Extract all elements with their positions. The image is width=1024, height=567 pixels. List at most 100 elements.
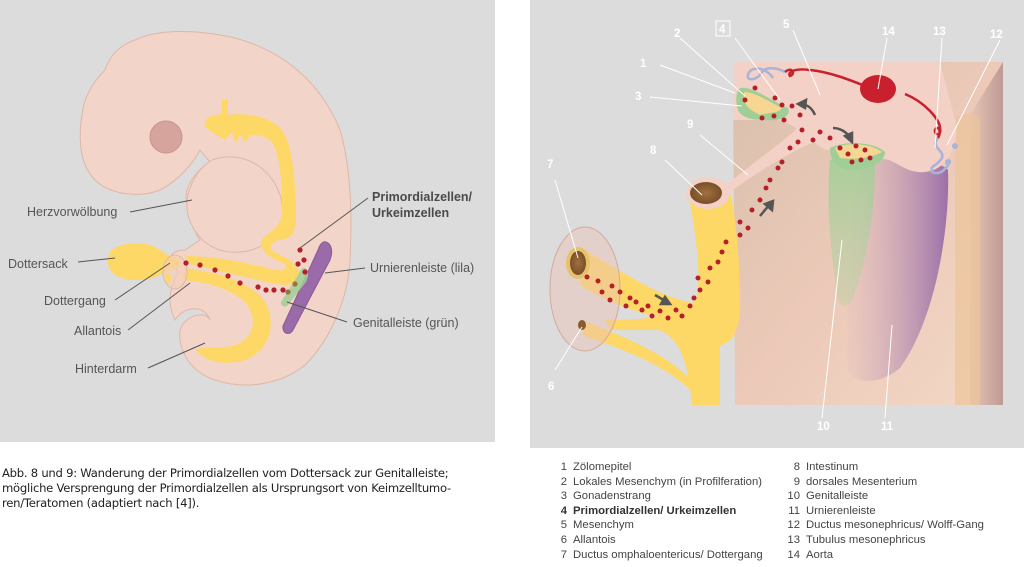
legend-item-number: 7: [560, 548, 567, 561]
germ-cell-dot: [627, 295, 633, 301]
legend-item-text: Urnierenleiste: [806, 504, 876, 517]
germ-cell-dot: [799, 127, 805, 133]
germ-cell-dot: [707, 265, 713, 271]
legend-item-number: 10: [787, 490, 800, 503]
legend-item-number: 14: [787, 548, 800, 561]
germ-cell-dot: [775, 165, 781, 171]
germ-cell-dot: [867, 155, 873, 161]
number-leader-lines: [554, 29, 1001, 419]
legend-item: 9 dorsales Mesenterium: [786, 475, 984, 490]
dorsal-mesentery: [726, 125, 815, 192]
germ-cell-dot: [649, 313, 655, 319]
legend-item: 8 Intestinum: [786, 460, 984, 475]
allantois-tube: [582, 322, 695, 390]
germ-cell-dot: [715, 259, 721, 265]
number-7: 7: [547, 159, 553, 171]
legend-item-text: Ductus omphaloentericus/ Dottergang: [573, 548, 763, 561]
aorta-vessel: [784, 68, 942, 139]
germ-cell-dot: [742, 97, 748, 103]
germ-cell-dot: [789, 103, 795, 109]
legend-item: 5 Mesenchym: [553, 518, 763, 533]
embryo-figure-panel: Herzvorwölbung Dottersack Dottergang All…: [0, 0, 495, 442]
leader-lines: [77, 197, 369, 369]
germ-cell-dot: [827, 135, 833, 141]
germ-cell-dot: [745, 225, 751, 231]
cross-section-figure-panel: 1 2 3 4 5 6 7 8 9 10 11 12 13 14: [530, 0, 1024, 448]
germ-cell-dot: [772, 95, 778, 101]
legend-item: 7 Ductus omphaloentericus/ Dottergang: [553, 548, 763, 563]
legend-item-text: Genitalleiste: [806, 490, 869, 503]
germ-cell-dot: [719, 249, 725, 255]
wolff-duct-dot: [952, 143, 958, 149]
germ-cell-dot: [779, 159, 785, 165]
germ-cell-dot: [797, 112, 803, 118]
legend-item-number: 8: [793, 461, 800, 473]
legend-item-number: 5: [560, 519, 567, 532]
wolff-duct-dot-2: [945, 159, 951, 165]
label-primordialzellen-line2: Urkeimzellen: [372, 206, 449, 220]
legend-item-number: 2: [560, 475, 567, 488]
germ-cell-dot: [737, 232, 743, 238]
number-3: 3: [635, 91, 641, 103]
number-14: 14: [882, 26, 895, 38]
germ-cell-dot: [633, 299, 639, 305]
caption-line: mögliche Versprengung der Primordialzell…: [2, 481, 451, 495]
germ-cell-dot: [599, 289, 605, 295]
migration-arrows: [654, 97, 854, 306]
germ-cell-dot: [657, 308, 663, 314]
label-dottersack: Dottersack: [8, 257, 68, 271]
legend-item-text: Tubulus mesonephricus: [806, 533, 926, 546]
gut-tube: [185, 100, 300, 285]
mesonephric-duct-column: [955, 113, 980, 406]
legend-item-number: 9: [793, 475, 800, 488]
mesonephric-ridge: [282, 241, 333, 334]
yolk-sac: [107, 243, 180, 281]
legend-item-text: Intestinum: [806, 461, 859, 473]
germ-cell-dot: [697, 287, 703, 293]
legend-item: 11 Urnierenleiste: [786, 504, 984, 519]
germ-cell-dot: [639, 307, 645, 313]
vitelline-duct-lumen: [570, 251, 586, 275]
intestine-yellow: [605, 190, 741, 405]
number-2: 2: [674, 28, 680, 40]
label-dottergang: Dottergang: [44, 294, 106, 308]
tubule-right: [930, 137, 952, 175]
legend-item-number: 12: [787, 519, 800, 532]
legend-item-text: Aorta: [806, 548, 834, 561]
vitelline-tube: [580, 250, 710, 321]
germ-cell-dot: [749, 207, 755, 213]
germ-cell-dot: [771, 113, 777, 119]
germ-cell-dot: [845, 151, 851, 157]
label-allantois: Allantois: [74, 324, 121, 338]
germ-cell-dot: [723, 239, 729, 245]
caption-line: Abb. 8 und 9: Wanderung der Primordialze…: [2, 466, 449, 480]
germ-cell-dot: [687, 303, 693, 309]
germ-cell-dot: [837, 145, 843, 151]
legend-column-2: 8 Intestinum 9 dorsales Mesenterium 10 Genita…: [786, 460, 984, 562]
legend-item-text: Mesenchym: [573, 519, 634, 532]
genital-ridge-shape: [828, 157, 875, 306]
cross-section-illustration: 1 2 3 4 5 6 7 8 9 10 11 12 13 14: [547, 19, 1003, 433]
number-4: 4: [719, 24, 726, 36]
number-5: 5: [783, 19, 790, 31]
label-genitalleiste: Genitalleiste (grün): [353, 316, 459, 330]
legend-item-number: 11: [788, 504, 800, 517]
legend-item-number: 4: [560, 504, 567, 517]
caption-line: ren/Teratomen (adaptiert nach [4]).: [2, 496, 200, 510]
gonadal-cord-left: [744, 92, 782, 115]
number-13: 13: [933, 26, 946, 38]
germ-cell-dots-right: [584, 85, 873, 321]
germ-cell-dot: [609, 283, 615, 289]
number-10: 10: [817, 421, 830, 433]
germ-cell-dot: [817, 129, 823, 135]
germ-cell-dot: [759, 115, 765, 121]
number-6: 6: [548, 381, 554, 393]
germ-cell-dot: [584, 274, 590, 280]
legend-item-text: dorsales Mesenterium: [806, 475, 918, 488]
label-urnierenleiste: Urnierenleiste (lila): [370, 261, 474, 275]
legend-item-number: 13: [787, 533, 800, 546]
intestine-lumen: [690, 182, 722, 204]
